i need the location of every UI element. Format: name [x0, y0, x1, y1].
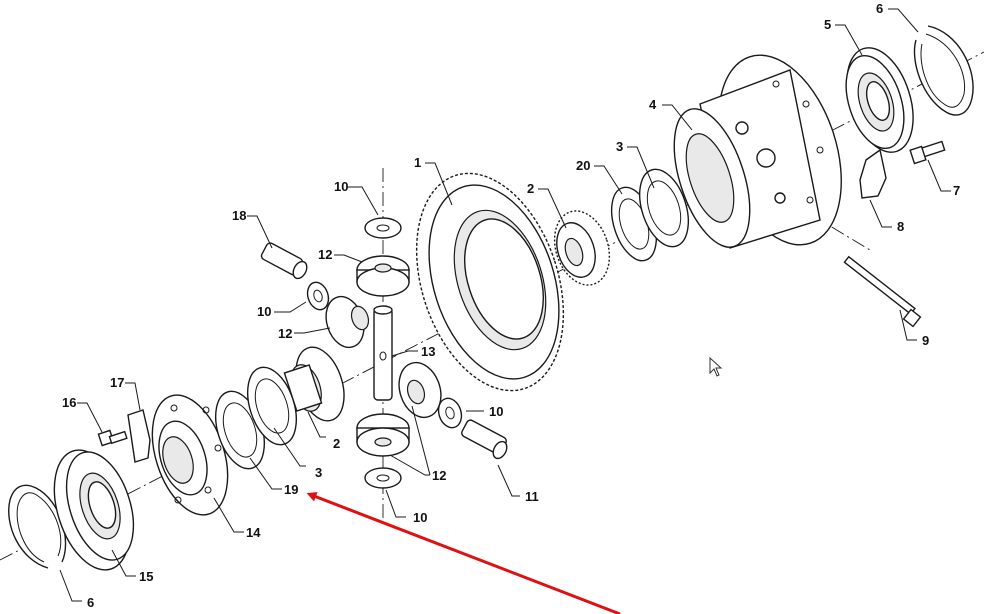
callout-10-left: 10: [257, 304, 271, 319]
callout-3-left: 3: [315, 465, 322, 480]
callout-12-top: 12: [318, 247, 332, 262]
callout-16: 16: [62, 395, 76, 410]
callout-6-right: 6: [876, 1, 883, 16]
callout-10-bottom: 10: [413, 510, 427, 525]
washer-10-top: [364, 217, 402, 239]
pin-11: [461, 419, 508, 460]
bolt-7: [909, 140, 946, 165]
callout-4: 4: [649, 97, 657, 112]
flange-left: [151, 394, 229, 516]
callout-3-right: 3: [616, 139, 623, 154]
callout-19: 19: [284, 482, 298, 497]
pinion-gear-top: [356, 255, 410, 297]
callout-18: 18: [232, 208, 246, 223]
differential-housing: [673, 54, 842, 249]
callout-9: 9: [922, 333, 929, 348]
callout-17: 17: [110, 375, 124, 390]
callout-1: 1: [414, 155, 421, 170]
lock-plate-left: [127, 409, 151, 463]
callout-11: 11: [525, 489, 539, 504]
bearing-right: [845, 47, 914, 153]
washer-10-bottom: [364, 467, 402, 489]
callout-13: 13: [421, 344, 435, 359]
washer-10-right: [437, 397, 463, 429]
callout-2-right: 2: [527, 181, 534, 196]
washer-3-right: [638, 168, 690, 248]
cross-shaft-13: [373, 305, 393, 401]
pinion-gear-left: [325, 295, 370, 349]
callout-10-top: 10: [334, 179, 348, 194]
lock-plate-right: [859, 148, 887, 199]
pinion-gear-right: [398, 361, 442, 419]
pin-18: [260, 242, 308, 280]
callout-7: 7: [953, 183, 960, 198]
cursor-arrow-icon: [709, 356, 723, 377]
callout-12-left: 12: [278, 326, 292, 341]
callout-5: 5: [824, 17, 831, 32]
callout-20: 20: [576, 158, 590, 173]
callout-15: 15: [139, 569, 153, 584]
callout-8: 8: [897, 219, 904, 234]
callout-labels: 1 2 2 3 3 4 5 6 6 7 8 9 10 10 10 10 11 1…: [62, 1, 960, 610]
snap-ring-right: [913, 25, 974, 116]
bearing-left: [53, 449, 135, 571]
callout-2-left: 2: [333, 436, 340, 451]
callout-12-bottom: 12: [432, 468, 446, 483]
leader-lines: [59, 8, 951, 602]
callout-14: 14: [246, 525, 261, 540]
side-gear-right: [553, 210, 611, 286]
washer-10-left: [306, 281, 330, 311]
side-gear-left: [283, 346, 345, 422]
bolt-16: [97, 429, 128, 447]
bolt-9: [843, 255, 922, 328]
ring-gear: [415, 172, 565, 392]
callout-10-right: 10: [489, 404, 503, 419]
pinion-gear-bottom: [356, 413, 410, 457]
callout-6-left: 6: [87, 595, 94, 610]
red-pointer-arrow-icon: [306, 492, 621, 614]
